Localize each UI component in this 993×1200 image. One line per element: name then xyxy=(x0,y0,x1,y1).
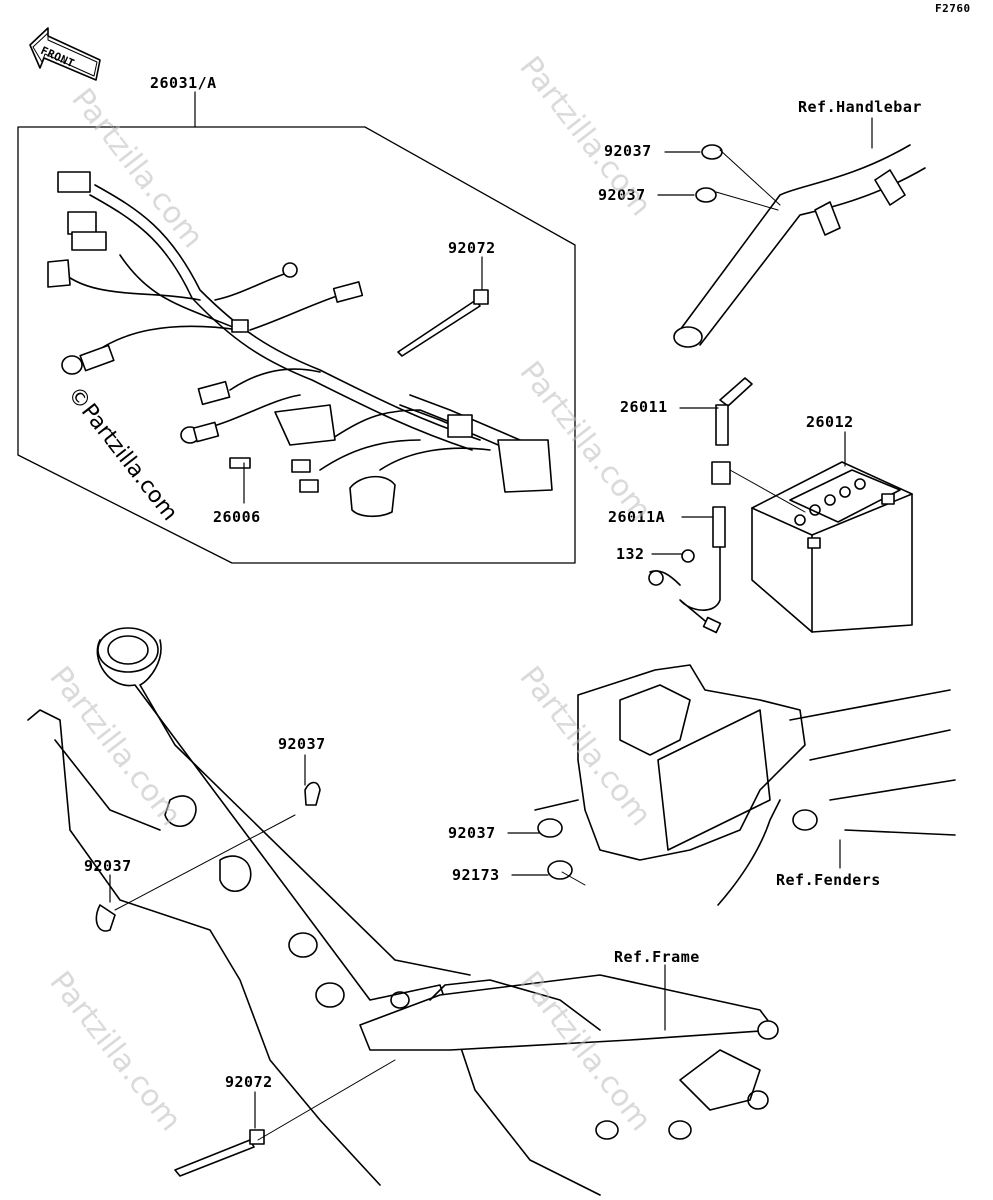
label-clamp-92037-a: 92037 xyxy=(604,142,652,160)
battery-tray xyxy=(534,664,956,906)
battery-leads xyxy=(648,377,806,634)
label-battery-26012: 26012 xyxy=(806,413,854,431)
cable-tie-upper xyxy=(397,256,489,357)
label-clamp-92037-frame: 92037 xyxy=(278,735,326,753)
label-clamp-92037-tray: 92037 xyxy=(448,824,496,842)
tray-clamps xyxy=(507,818,586,886)
front-arrow-icon xyxy=(29,27,101,81)
label-bolt-132: 132 xyxy=(616,545,645,563)
label-harness-26031a: 26031/A xyxy=(150,74,217,92)
label-holder-92173: 92173 xyxy=(452,866,500,884)
label-ref-handlebar: Ref.Handlebar xyxy=(798,98,922,116)
clamps-handlebar xyxy=(657,144,781,211)
label-tie-upper-92072: 92072 xyxy=(448,239,496,257)
cable-tie-lower xyxy=(174,1059,396,1177)
label-ref-frame: Ref.Frame xyxy=(614,948,700,966)
figure-code: F2760 xyxy=(935,2,971,15)
label-ref-fenders: Ref.Fenders xyxy=(776,871,881,889)
label-clamp-92037-b: 92037 xyxy=(598,186,646,204)
frame-reference xyxy=(27,627,779,1196)
label-tie-lower-92072: 92072 xyxy=(225,1073,273,1091)
handlebar-reference xyxy=(673,117,926,348)
wiring-harness xyxy=(47,171,553,518)
battery xyxy=(751,431,913,633)
label-clamp-92037-frame-left: 92037 xyxy=(84,857,132,875)
label-lead-26011a: 26011A xyxy=(608,508,666,526)
label-lead-26011: 26011 xyxy=(620,398,668,416)
label-fuse-cover-26006: 26006 xyxy=(213,508,261,526)
harness-kit-frame xyxy=(17,126,576,564)
